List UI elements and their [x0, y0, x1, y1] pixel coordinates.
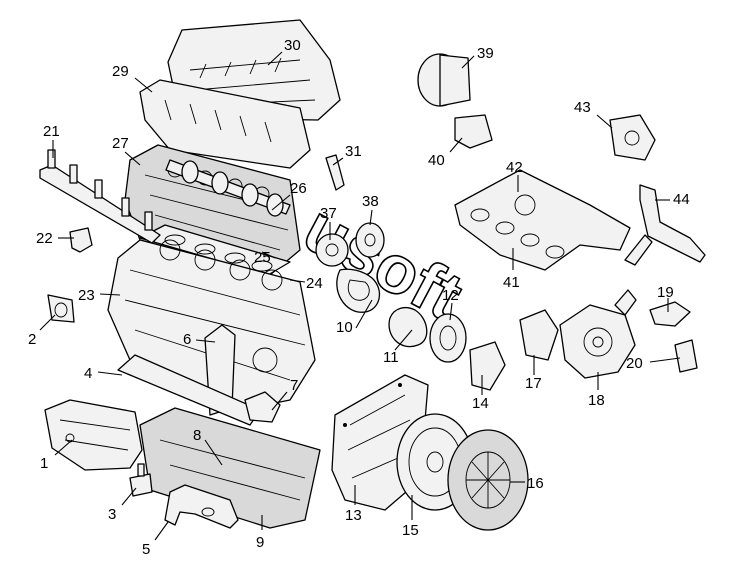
part-seal-12[interactable]: [429, 313, 467, 363]
callout-44: 44: [673, 191, 690, 208]
callout-22: 22: [36, 230, 53, 247]
callout-26: 26: [290, 180, 307, 197]
callout-5: 5: [142, 541, 150, 558]
callout-19: 19: [657, 284, 674, 301]
part-egr-pipe[interactable]: [624, 184, 706, 266]
callout-27: 27: [112, 135, 129, 152]
callout-40: 40: [428, 152, 445, 169]
callout-12: 12: [442, 287, 459, 304]
part-thermostat-7[interactable]: [244, 391, 281, 423]
callout-10: 10: [336, 319, 353, 336]
callout-41: 41: [503, 274, 520, 291]
callout-16: 16: [527, 475, 544, 492]
part-bracket-22[interactable]: [69, 227, 93, 253]
callout-13: 13: [345, 507, 362, 524]
callout-37: 37: [320, 205, 337, 222]
part-belt-10[interactable]: [336, 268, 381, 313]
leader-lines: [39, 51, 681, 541]
callout-38: 38: [362, 193, 379, 210]
part-bracket-17[interactable]: [519, 309, 559, 361]
part-camshaft[interactable]: [165, 159, 291, 217]
part-oil-pipe-5[interactable]: [164, 484, 239, 529]
part-pulley-37[interactable]: [315, 233, 349, 267]
callout-2: 2: [28, 331, 36, 348]
callout-1: 1: [40, 455, 48, 472]
part-belt-11[interactable]: [388, 307, 428, 348]
part-mount-20[interactable]: [674, 339, 698, 373]
callout-42: 42: [506, 159, 523, 176]
callout-9: 9: [256, 534, 264, 551]
callout-23: 23: [78, 287, 95, 304]
part-injector-rail[interactable]: [39, 149, 161, 244]
callout-7: 7: [290, 377, 298, 394]
callout-15: 15: [402, 522, 419, 539]
part-bracket-19[interactable]: [649, 301, 691, 327]
callout-39: 39: [477, 45, 494, 62]
part-valve-40[interactable]: [454, 114, 493, 149]
callout-24: 24: [306, 275, 323, 292]
callout-31: 31: [345, 143, 362, 160]
callout-20: 20: [626, 355, 643, 372]
callout-6: 6: [183, 331, 191, 348]
callout-25: 25: [254, 249, 271, 266]
callout-30: 30: [284, 37, 301, 54]
callout-43: 43: [574, 99, 591, 116]
callout-29: 29: [112, 63, 129, 80]
part-pulley-38[interactable]: [355, 222, 385, 258]
part-sensor-31[interactable]: [325, 154, 345, 191]
callout-4: 4: [84, 365, 92, 382]
callout-14: 14: [472, 395, 489, 412]
part-water-pump[interactable]: [559, 289, 637, 379]
callout-17: 17: [525, 375, 542, 392]
part-vacuum-pump[interactable]: [417, 53, 471, 107]
part-sensor-3[interactable]: [129, 463, 153, 497]
part-engine-cover-lower[interactable]: [139, 79, 311, 169]
part-intake-manifold[interactable]: [454, 169, 631, 271]
callout-21: 21: [43, 123, 60, 140]
part-pressure-plate[interactable]: [447, 429, 529, 531]
part-egr-valve[interactable]: [609, 114, 656, 161]
part-heat-shield[interactable]: [44, 399, 143, 471]
callout-18: 18: [588, 392, 605, 409]
callout-labels: 1 2 3 4 5 6 7 8 9 10 11 12 13 14 15 16 1…: [28, 37, 690, 558]
callout-8: 8: [193, 427, 201, 444]
part-bracket-14[interactable]: [469, 341, 506, 391]
callout-3: 3: [108, 506, 116, 523]
callout-11: 11: [383, 349, 399, 366]
